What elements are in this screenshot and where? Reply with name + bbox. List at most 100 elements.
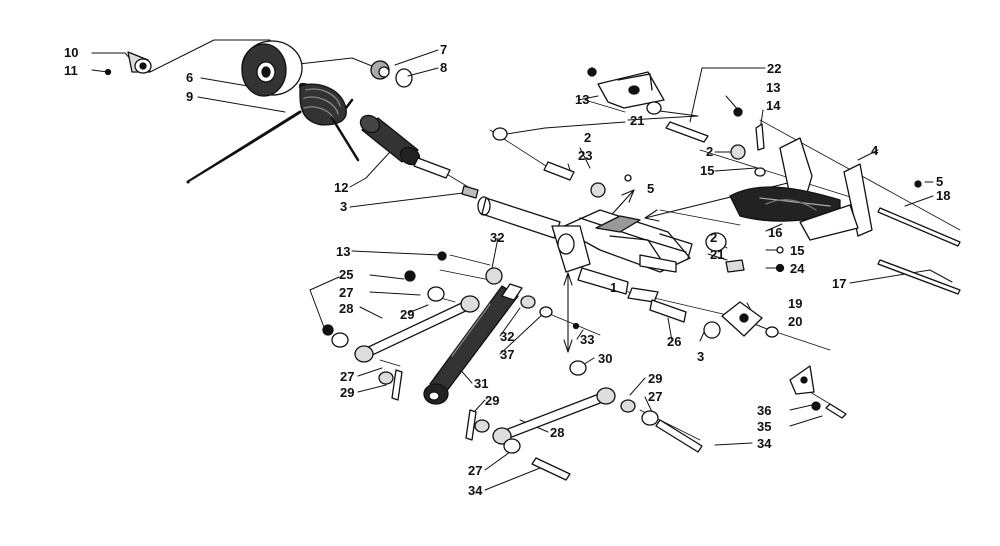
link-rod <box>492 387 616 445</box>
callout-12: 12 <box>334 180 349 195</box>
washer-part <box>395 68 413 88</box>
washer-part <box>641 410 659 426</box>
upper-bracket <box>587 67 665 109</box>
pin-part <box>543 161 575 181</box>
callout-22: 22 <box>767 61 782 76</box>
callout-15: 15 <box>700 163 715 178</box>
screw-part <box>914 180 922 188</box>
bushing-part <box>485 267 503 285</box>
callout-8: 8 <box>440 60 448 75</box>
callout-10: 10 <box>64 45 79 60</box>
nut-part <box>775 263 785 273</box>
callout-2: 2 <box>706 144 714 159</box>
clip-part <box>465 409 477 441</box>
callout-3: 3 <box>340 199 348 214</box>
callout-18: 18 <box>936 188 951 203</box>
callout-21: 21 <box>630 113 645 128</box>
callout-4: 4 <box>871 143 879 158</box>
callout-32: 32 <box>490 230 505 245</box>
torsion-spring <box>186 82 360 184</box>
nut-part <box>733 107 743 117</box>
callout-17: 17 <box>832 276 847 291</box>
nut-part <box>404 270 416 282</box>
callout-2: 2 <box>584 130 592 145</box>
spacer-part <box>569 360 587 376</box>
callout-29: 29 <box>400 307 415 322</box>
pin-part <box>665 121 709 143</box>
arm-bracket <box>729 137 873 241</box>
callout-11: 11 <box>64 63 78 78</box>
screw-part <box>725 259 745 273</box>
callout-14: 14 <box>766 98 781 113</box>
spring-spacer <box>359 114 451 179</box>
callout-15: 15 <box>790 243 805 258</box>
callout-24: 24 <box>790 261 805 276</box>
callout-33: 33 <box>580 332 595 347</box>
bushing-part <box>730 144 746 160</box>
washer-part <box>427 286 445 302</box>
callout-28: 28 <box>339 301 354 316</box>
callout-19: 19 <box>788 296 803 311</box>
mount-plate <box>789 365 815 395</box>
callout-26: 26 <box>667 334 682 349</box>
callout-13: 13 <box>336 244 351 259</box>
bushing-part <box>620 399 636 413</box>
clip-part <box>391 369 403 401</box>
bushing-part <box>370 60 390 80</box>
washer-part <box>331 332 349 348</box>
nut-part <box>322 324 334 336</box>
bushing-part <box>703 321 721 339</box>
leader-lines <box>91 39 953 491</box>
callout-20: 20 <box>788 314 803 329</box>
callout-7: 7 <box>440 42 448 57</box>
bushing-part <box>378 371 394 385</box>
callout-32: 32 <box>500 329 515 344</box>
nut-part <box>811 401 821 411</box>
bushing-part <box>474 419 490 433</box>
callout-25: 25 <box>339 267 354 282</box>
callout-27: 27 <box>339 285 354 300</box>
spacer-part <box>649 299 687 323</box>
pivot-arm-frame <box>551 209 693 303</box>
callout-21: 21 <box>710 247 725 262</box>
callout-34: 34 <box>468 483 483 498</box>
callout-27: 27 <box>468 463 483 478</box>
idler-wheel <box>241 40 303 97</box>
nut-part <box>437 251 447 261</box>
callout-16: 16 <box>768 225 783 240</box>
screw-part <box>825 403 847 419</box>
bushing-part <box>539 306 553 318</box>
washer-part <box>503 438 521 454</box>
rear-axle-shaft <box>461 185 561 239</box>
callout-28: 28 <box>550 425 565 440</box>
bushing-part <box>646 101 662 115</box>
callout-27: 27 <box>648 389 663 404</box>
callout-2: 2 <box>710 230 718 245</box>
callout-1: 1 <box>610 280 618 295</box>
callout-5: 5 <box>936 174 944 189</box>
callout-29: 29 <box>485 393 500 408</box>
callout-13: 13 <box>766 80 781 95</box>
bolt-part <box>655 419 703 453</box>
callout-31: 31 <box>474 376 489 391</box>
bushing-part <box>590 182 606 198</box>
callout-13: 13 <box>575 92 590 107</box>
washer-part <box>765 326 779 338</box>
washer-part <box>754 167 766 177</box>
screw-part <box>624 174 632 182</box>
screw-part <box>755 123 765 151</box>
callout-35: 35 <box>757 419 772 434</box>
washer-part <box>776 246 784 254</box>
callout-5: 5 <box>647 181 655 196</box>
callout-29: 29 <box>648 371 663 386</box>
link-rod <box>354 295 480 363</box>
screw-part <box>104 68 112 76</box>
long-bolt <box>877 207 961 247</box>
callout-9: 9 <box>186 89 194 104</box>
bushing-part <box>492 127 508 141</box>
callout-27: 27 <box>340 369 355 384</box>
callout-30: 30 <box>598 351 613 366</box>
callout-23: 23 <box>578 148 593 163</box>
